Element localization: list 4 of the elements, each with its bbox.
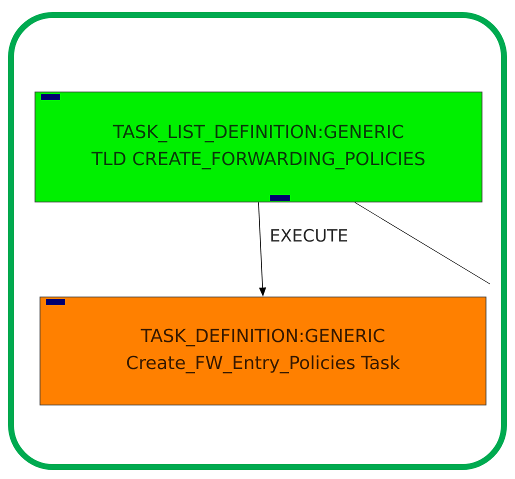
task-box: TASK_DEFINITION:GENERIC Create_FW_Entry_Policies Task [40, 296, 486, 406]
line [354, 202, 490, 284]
task-box: TASK_LIST_DEFINITION:GENERIC TLD CREATE_FORWARDING_POLICIES [34, 92, 482, 202]
edge-label: EXECUTE [271, 228, 348, 242]
